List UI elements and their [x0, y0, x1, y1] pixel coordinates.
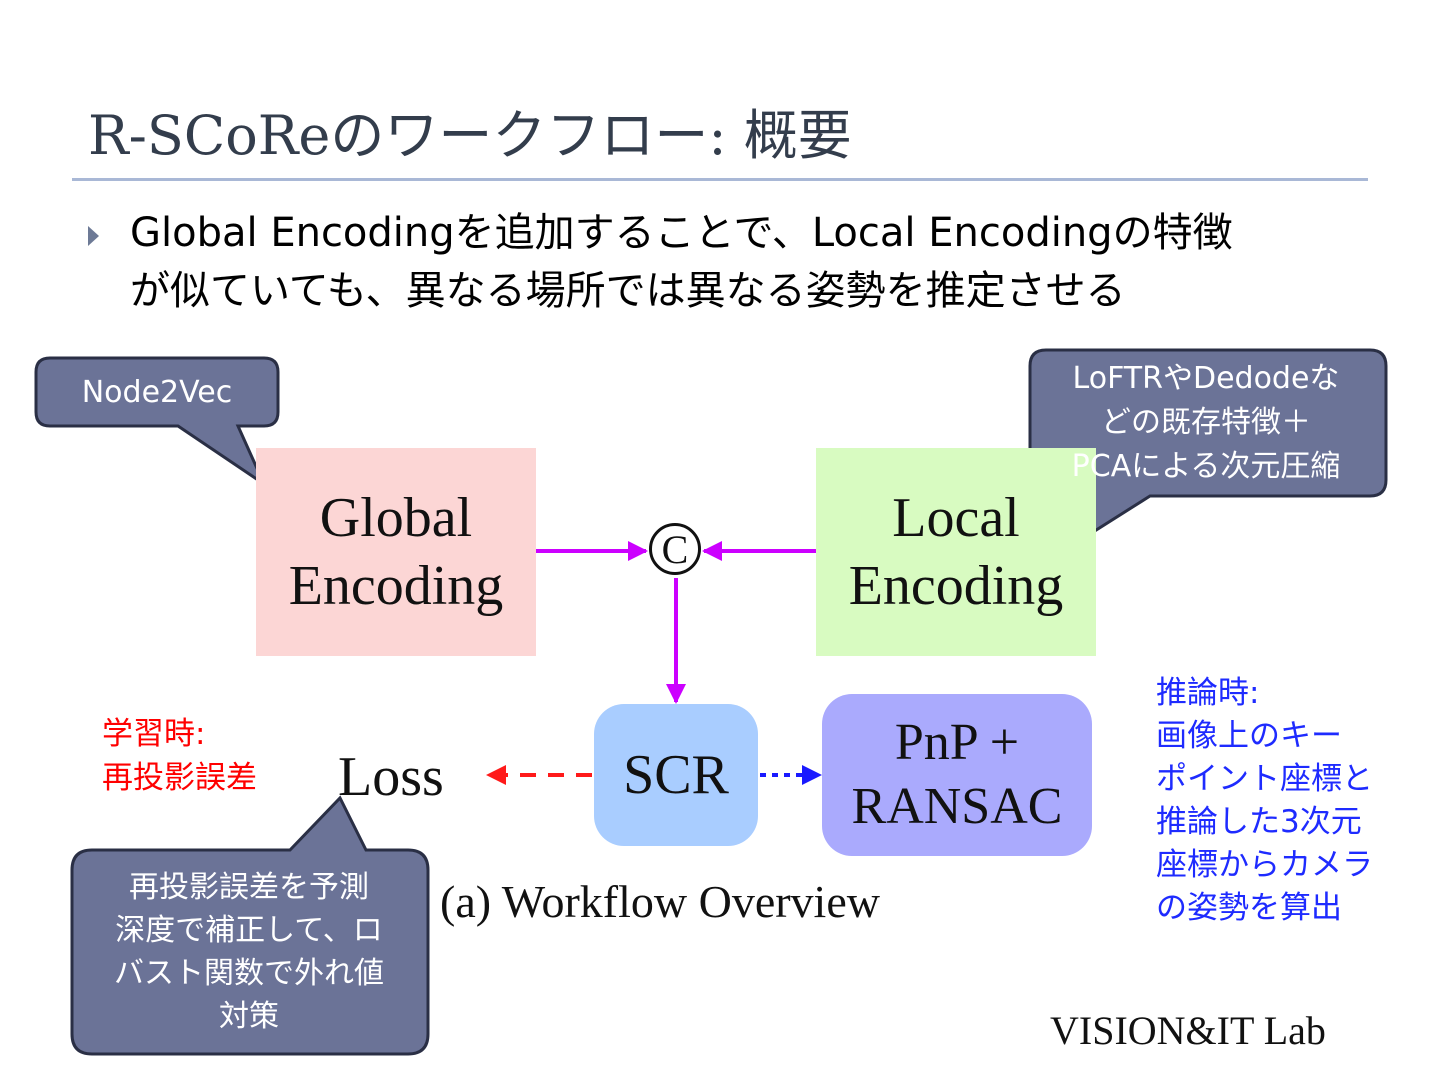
loftr-line-1: LoFTRやDedodeな: [1072, 361, 1340, 396]
training-note: 学習時: 再投影誤差: [102, 712, 322, 800]
inference-note-heading: 推論時:: [1156, 675, 1260, 711]
local-encoding-line-1: Local: [892, 487, 1020, 549]
reprojection-line-2: 深度で補正して、ロ: [115, 913, 383, 948]
loftr-line-2: どの既存特徴＋: [1100, 405, 1311, 440]
slide-title: R-SCoReのワークフロー: 概要: [88, 104, 852, 167]
global-encoding-line-2: Encoding: [288, 555, 504, 617]
local-encoding-line-2: Encoding: [848, 555, 1064, 617]
pnp-ransac-box: PnP + RANSAC: [822, 694, 1092, 856]
global-encoding-box: Global Encoding: [256, 448, 536, 656]
loftr-callout-shape: [1028, 348, 1388, 560]
inference-note: 推論時: 画像上のキー ポイント座標と 推論した3次元 座標からカメラ の姿勢を…: [1156, 672, 1426, 930]
diagram-caption: (a) Workflow Overview: [440, 876, 880, 927]
bullet-line-1: Global Encodingを追加することで、Local Encodingの特…: [130, 210, 1233, 256]
inference-note-line-5: の姿勢を算出: [1156, 890, 1342, 926]
loftr-line-3: PCAによる次元圧縮: [1071, 449, 1341, 484]
training-note-heading: 学習時:: [102, 716, 206, 752]
inference-note-line-1: 画像上のキー: [1156, 718, 1342, 754]
inference-note-line-4: 座標からカメラ: [1156, 847, 1373, 883]
training-note-body: 再投影誤差: [102, 760, 257, 796]
pnp-ransac-line-1: PnP +: [894, 714, 1020, 771]
bullet-line-2: が似ていても、異なる場所では異なる姿勢を推定させる: [130, 268, 1126, 314]
scr-box: SCR: [594, 704, 758, 846]
title-divider: [72, 178, 1368, 181]
bullet-triangle-icon: [88, 226, 99, 246]
loss-label: Loss: [338, 746, 444, 808]
concat-node: C: [649, 523, 701, 575]
lab-logo: VISION&IT Lab: [1050, 1008, 1326, 1053]
pnp-ransac-line-2: RANSAC: [851, 778, 1063, 835]
node2vec-callout-shape: [34, 356, 280, 489]
reprojection-callout-text: 再投影誤差を予測 深度で補正して、ロ バスト関数で外れ値 対策: [72, 852, 426, 1052]
global-encoding-line-1: Global: [319, 487, 473, 549]
scr-label: SCR: [623, 744, 729, 806]
reprojection-line-4: 対策: [219, 999, 279, 1034]
reprojection-line-1: 再投影誤差を予測: [129, 870, 369, 905]
inference-note-line-3: 推論した3次元: [1156, 804, 1362, 840]
loftr-callout-text: LoFTRやDedodeな どの既存特徴＋ PCAによる次元圧縮: [1030, 350, 1382, 496]
node2vec-callout-text: Node2Vec: [81, 374, 233, 410]
local-encoding-box: Local Encoding: [816, 448, 1096, 656]
reprojection-line-3: バスト関数で外れ値: [114, 956, 384, 991]
bullet-text: Global Encodingを追加することで、Local Encodingの特…: [130, 204, 1380, 320]
inference-note-line-2: ポイント座標と: [1156, 761, 1373, 797]
reprojection-callout-shape: [70, 795, 430, 1056]
